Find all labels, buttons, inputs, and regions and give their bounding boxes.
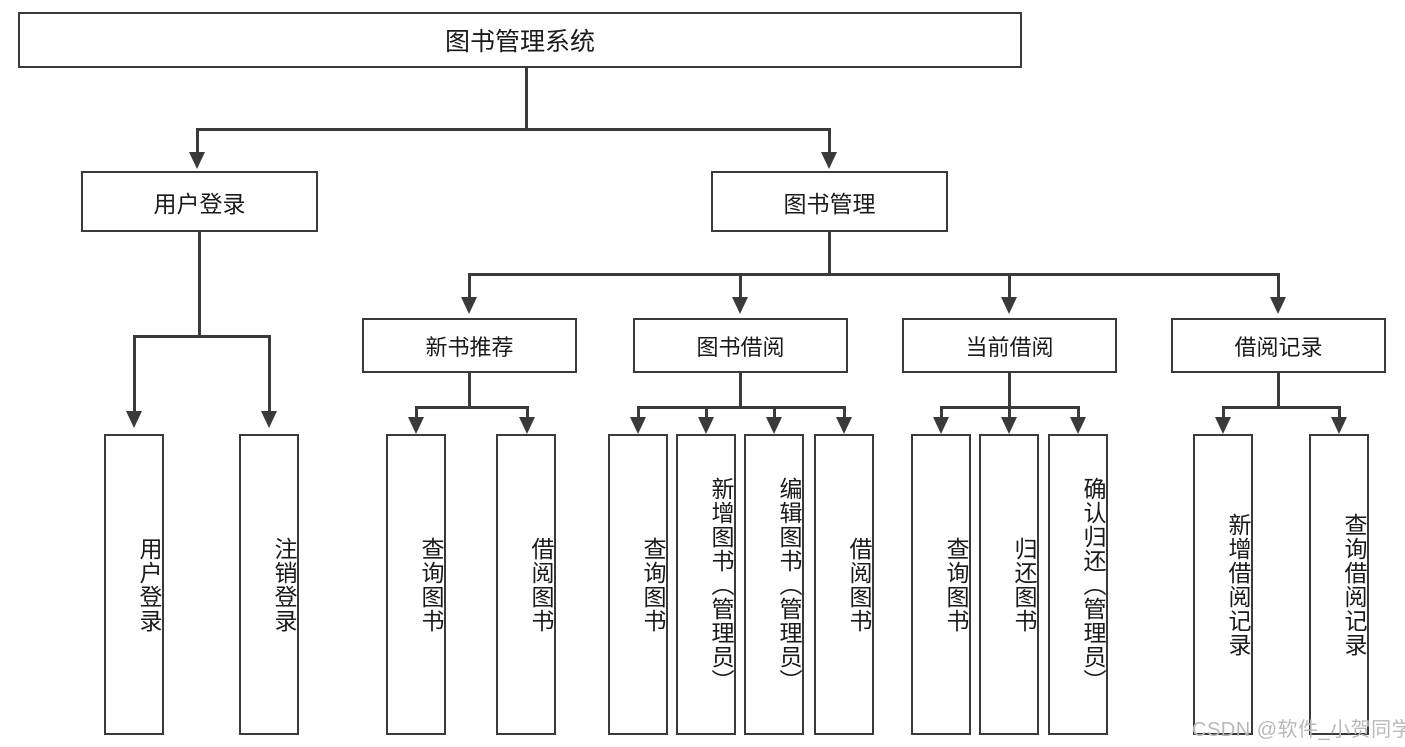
leaf-book-borrow-1[interactable]: 查询图书 xyxy=(608,434,668,735)
edge-root-stem xyxy=(525,68,528,129)
leaf-borrow-record-2[interactable]: 查询借阅记录 xyxy=(1309,434,1369,735)
leaf-user-login-2[interactable]: 注销登录 xyxy=(239,434,299,735)
leaf-user-login-1[interactable]: 用户登录 xyxy=(104,434,164,735)
arrow-user-login-to-leaf-2 xyxy=(261,411,277,428)
node-current-borrow[interactable]: 当前借阅 xyxy=(902,318,1117,373)
leaf-label: 用户登录 xyxy=(136,536,162,633)
edge-bb-to-leaf-3 xyxy=(773,406,776,419)
edge-br-to-leaf-1 xyxy=(1222,406,1225,419)
edge-user-login-to-leaf-1 xyxy=(133,335,136,413)
edge-cb-to-leaf-3 xyxy=(1077,406,1080,419)
leaf-current-borrow-1[interactable]: 查询图书 xyxy=(911,434,971,735)
node-label: 图书管理系统 xyxy=(444,28,595,56)
leaf-new-book-recommend-2[interactable]: 借阅图书 xyxy=(496,434,556,735)
leaf-book-borrow-3[interactable]: 编辑图书（管理员） xyxy=(744,434,804,735)
edge-br-bus xyxy=(1222,406,1341,409)
edge-nbr-to-leaf-1 xyxy=(415,406,418,419)
leaf-label: 借阅图书 xyxy=(528,536,554,633)
arrow-nbr-to-leaf-2 xyxy=(519,417,535,434)
arrow-nbr-to-leaf-1 xyxy=(408,417,424,434)
leaf-label: 编辑图书（管理员） xyxy=(776,476,802,693)
edge-cb-stem xyxy=(1008,373,1011,409)
edge-bm-to-book-borrow xyxy=(739,273,742,299)
leaf-label: 注销登录 xyxy=(271,536,297,633)
leaf-label: 归还图书 xyxy=(1011,536,1037,633)
leaf-label: 查询图书 xyxy=(640,536,666,633)
edge-root-bus xyxy=(196,128,831,131)
leaf-new-book-recommend-1[interactable]: 查询图书 xyxy=(386,434,446,735)
edge-bb-stem xyxy=(739,373,742,409)
leaf-label: 新增借阅记录 xyxy=(1225,512,1251,657)
arrow-bb-to-leaf-3 xyxy=(766,417,782,434)
leaf-borrow-record-1[interactable]: 新增借阅记录 xyxy=(1193,434,1253,735)
edge-br-stem xyxy=(1277,373,1280,409)
edge-bm-to-new-book xyxy=(468,273,471,299)
edge-book-management-stem xyxy=(828,232,831,275)
arrow-user-login-to-leaf-1 xyxy=(126,411,142,428)
leaf-current-borrow-2[interactable]: 归还图书 xyxy=(979,434,1039,735)
edge-bb-to-leaf-2 xyxy=(705,406,708,419)
leaf-label: 查询图书 xyxy=(943,536,969,633)
leaf-book-borrow-4[interactable]: 借阅图书 xyxy=(814,434,874,735)
arrow-bb-to-leaf-2 xyxy=(698,417,714,434)
arrow-cb-to-leaf-2 xyxy=(1001,417,1017,434)
edge-nbr-to-leaf-2 xyxy=(526,406,529,419)
leaf-current-borrow-3[interactable]: 确认归还（管理员） xyxy=(1048,434,1108,735)
arrow-bm-to-borrow-record xyxy=(1270,297,1286,314)
arrow-bm-to-new-book xyxy=(461,297,477,314)
node-label: 借阅记录 xyxy=(1234,334,1323,360)
node-label: 图书借阅 xyxy=(696,334,785,360)
edge-user-login-to-leaf-2 xyxy=(268,335,271,413)
edge-cb-to-leaf-2 xyxy=(1008,406,1011,419)
arrow-cb-to-leaf-1 xyxy=(933,417,949,434)
watermark-text: CSDN @软件_小贺同学 xyxy=(1192,719,1405,741)
edge-br-to-leaf-2 xyxy=(1338,406,1341,419)
node-borrow-record[interactable]: 借阅记录 xyxy=(1171,318,1386,373)
arrow-br-to-leaf-2 xyxy=(1331,417,1347,434)
node-label: 当前借阅 xyxy=(965,334,1054,360)
arrow-bm-to-current-borrow xyxy=(1001,297,1017,314)
edge-book-management-bus xyxy=(468,273,1280,276)
node-book-management[interactable]: 图书管理 xyxy=(711,171,948,232)
arrow-root-to-user-login xyxy=(189,152,205,169)
edge-root-to-user-login xyxy=(196,128,199,154)
node-user-login[interactable]: 用户登录 xyxy=(81,171,318,232)
node-label: 新书推荐 xyxy=(425,334,514,360)
arrow-bb-to-leaf-1 xyxy=(630,417,646,434)
node-root-book-management-system[interactable]: 图书管理系统 xyxy=(18,12,1022,68)
leaf-label: 确认归还（管理员） xyxy=(1080,476,1106,693)
node-new-book-recommend[interactable]: 新书推荐 xyxy=(362,318,577,373)
edge-bm-to-borrow-record xyxy=(1277,273,1280,299)
edge-cb-to-leaf-1 xyxy=(940,406,943,419)
edge-nbr-stem xyxy=(468,373,471,409)
edge-bm-to-current-borrow xyxy=(1008,273,1011,299)
edge-root-to-book-management xyxy=(828,128,831,154)
edge-user-login-stem xyxy=(198,232,201,336)
edge-bb-to-leaf-4 xyxy=(843,406,846,419)
edge-bb-bus xyxy=(637,406,846,409)
arrow-root-to-book-management xyxy=(821,152,837,169)
node-label: 图书管理 xyxy=(783,190,876,217)
node-label: 用户登录 xyxy=(153,190,246,217)
edge-user-login-bus xyxy=(133,335,270,338)
leaf-label: 查询图书 xyxy=(418,536,444,633)
edge-bb-to-leaf-1 xyxy=(637,406,640,419)
arrow-bm-to-book-borrow xyxy=(732,297,748,314)
leaf-label: 查询借阅记录 xyxy=(1341,512,1367,657)
node-book-borrow[interactable]: 图书借阅 xyxy=(633,318,848,373)
leaf-label: 借阅图书 xyxy=(846,536,872,633)
leaf-book-borrow-2[interactable]: 新增图书（管理员） xyxy=(676,434,736,735)
arrow-br-to-leaf-1 xyxy=(1215,417,1231,434)
leaf-label: 新增图书（管理员） xyxy=(708,476,734,693)
arrow-cb-to-leaf-3 xyxy=(1070,417,1086,434)
edge-nbr-bus xyxy=(415,406,529,409)
arrow-bb-to-leaf-4 xyxy=(836,417,852,434)
